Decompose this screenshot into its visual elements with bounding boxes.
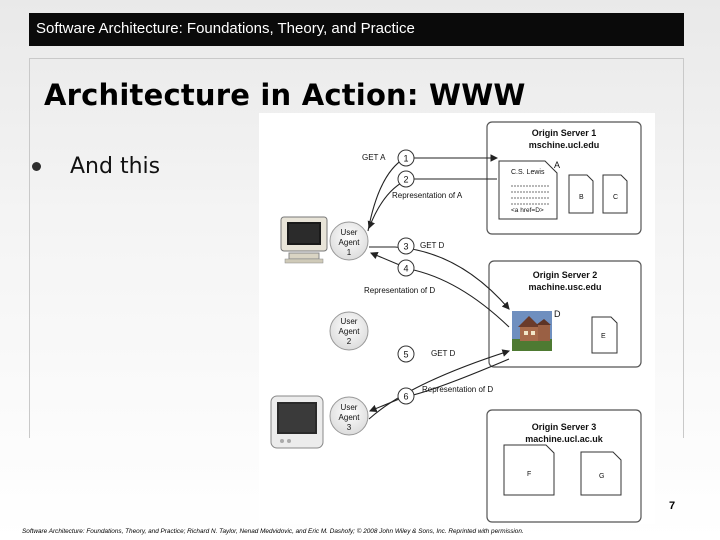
step-4-number: 4 [403,264,408,274]
label-rep-a: Representation of A [392,191,463,200]
server-3-title: Origin Server 3 [532,422,597,432]
agent-2-line1: User [341,317,358,326]
server-3-host: machine.ucl.ac.uk [525,434,604,444]
computer-3-icon [271,396,323,448]
agent-1-line2: Agent [339,238,361,247]
step-2-number: 2 [403,175,408,185]
document-d-label: D [554,309,561,319]
server-2-host: machine.usc.edu [528,282,601,292]
page-number: 7 [669,500,675,512]
label-rep-d-2: Representation of D [422,385,493,394]
agent-3-line2: Agent [339,413,361,422]
step-5-number: 5 [403,350,408,360]
frame-line-left [29,58,30,438]
document-g-label: G [599,473,604,480]
step-1-number: 1 [403,154,408,164]
server-2-title: Origin Server 2 [533,270,598,280]
server-1-title: Origin Server 1 [532,128,597,138]
agent-2-line3: 2 [347,337,352,346]
slide-title: Architecture in Action: WWW [44,78,526,112]
step-3-number: 3 [403,242,408,252]
server-1-host: mschine.ucl.edu [529,140,600,150]
label-rep-d-1: Representation of D [364,286,435,295]
document-f-label: F [527,471,531,478]
www-architecture-diagram: Origin Server 1 mschine.ucl.edu A C.S. L… [259,113,655,524]
bullet-text: And this [70,154,160,179]
arrow-rep-a [369,179,497,228]
document-a-heading: C.S. Lewis [511,169,545,176]
house-photo-image [512,311,552,351]
document-f [504,445,554,495]
document-c-label: C [613,194,618,201]
document-a-link: <a href=D> [511,207,544,214]
computer-1-icon [281,217,327,263]
document-b-label: B [579,194,584,201]
bullet-icon [32,162,41,171]
label-get-d-2: GET D [431,349,456,358]
header-title: Software Architecture: Foundations, Theo… [36,20,415,37]
label-get-a: GET A [362,153,386,162]
agent-2-line2: Agent [339,327,361,336]
document-e-label: E [601,333,606,340]
label-get-d-1: GET D [420,241,445,250]
footer-citation: Software Architecture: Foundations, Theo… [22,528,524,535]
agent-1-line1: User [341,228,358,237]
agent-3-line3: 3 [347,423,352,432]
agent-1-line3: 1 [347,248,352,257]
frame-line-top [29,58,684,59]
step-6-number: 6 [403,392,408,402]
frame-line-right [683,58,684,438]
document-a-label: A [554,160,560,170]
diagram-canvas: Origin Server 1 mschine.ucl.edu A C.S. L… [259,113,655,524]
agent-3-line1: User [341,403,358,412]
